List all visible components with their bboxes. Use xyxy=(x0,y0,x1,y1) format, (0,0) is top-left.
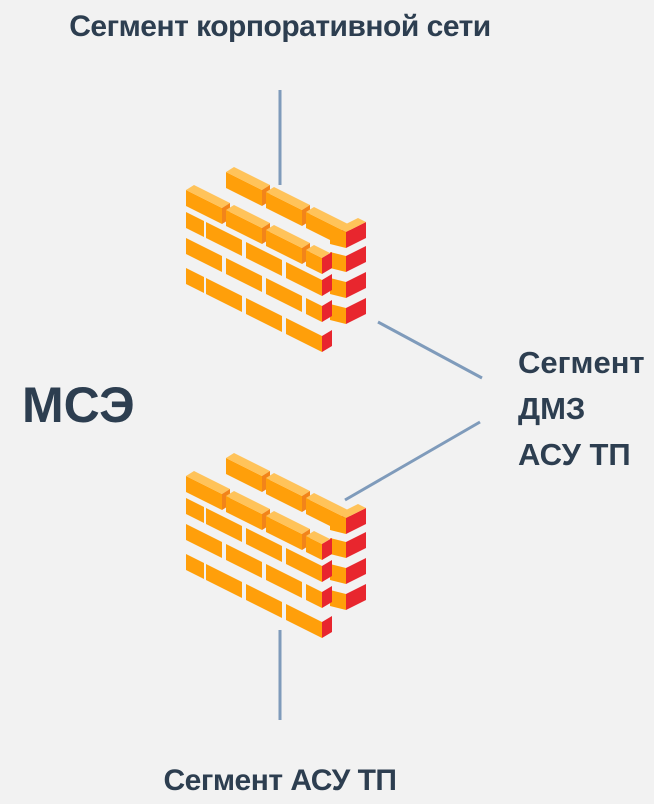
corporate-segment-label: Сегмент корпоративной сети xyxy=(69,10,491,43)
ics-segment-label: Сегмент АСУ ТП xyxy=(163,764,397,797)
dmz-segment-label: Сегмент ДМЗ АСУ ТП xyxy=(518,340,645,478)
dmz-label-line-3: АСУ ТП xyxy=(518,437,631,472)
connector-lines xyxy=(278,90,483,720)
dmz-label-line-2: ДМЗ xyxy=(518,391,586,426)
dmz-label-line-1: Сегмент xyxy=(518,345,645,380)
firewall-label: МСЭ xyxy=(22,377,135,433)
line-dmz-to-firewall-bottom xyxy=(344,420,481,502)
brick-firewall-icon xyxy=(186,167,366,352)
line-firewall-top-to-dmz xyxy=(377,320,483,380)
brick-firewall-icon xyxy=(186,453,366,638)
